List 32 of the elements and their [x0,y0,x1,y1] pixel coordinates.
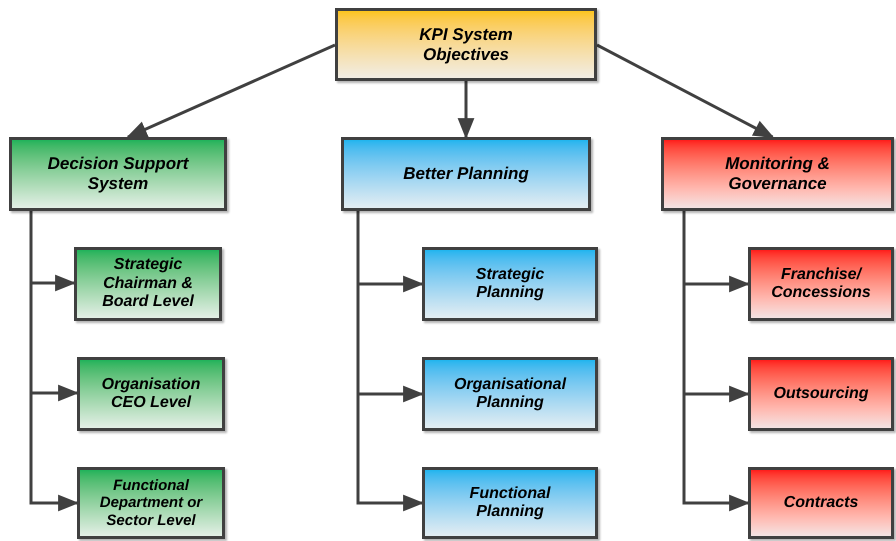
box-label: Functional Planning [468,484,552,522]
box-label: Strategic Chairman & Board Level [101,256,195,312]
process-box [661,137,894,211]
process-box [335,8,597,81]
process-box [74,247,222,321]
arrow [30,211,80,512]
arrow [356,211,424,512]
process-box [422,357,598,431]
process-box [77,467,225,539]
box-label: Monitoring & Governance [724,154,831,194]
box-label: KPI System Objectives [418,24,514,64]
arrow [596,44,774,138]
box-label: Organisation CEO Level [100,376,202,412]
process-box [9,137,227,211]
process-box [422,247,598,321]
box-label: Decision Support System [46,154,190,194]
box-label: Functional Department or Sector Level [98,477,204,529]
process-box [748,247,894,321]
box-label: Contracts [782,494,860,512]
arrow [682,211,750,512]
box-label: Franchise/ Concessions [770,266,872,302]
arrow [126,44,336,138]
process-box [77,357,225,431]
process-box [422,467,598,539]
arrow [458,81,474,140]
process-box [748,357,894,431]
process-box [341,137,591,211]
box-label: Strategic Planning [474,266,546,302]
box-label: Better Planning [402,164,530,184]
box-label: Outsourcing [772,384,870,404]
process-box [748,467,894,539]
box-label: Organisational Planning [452,376,568,412]
